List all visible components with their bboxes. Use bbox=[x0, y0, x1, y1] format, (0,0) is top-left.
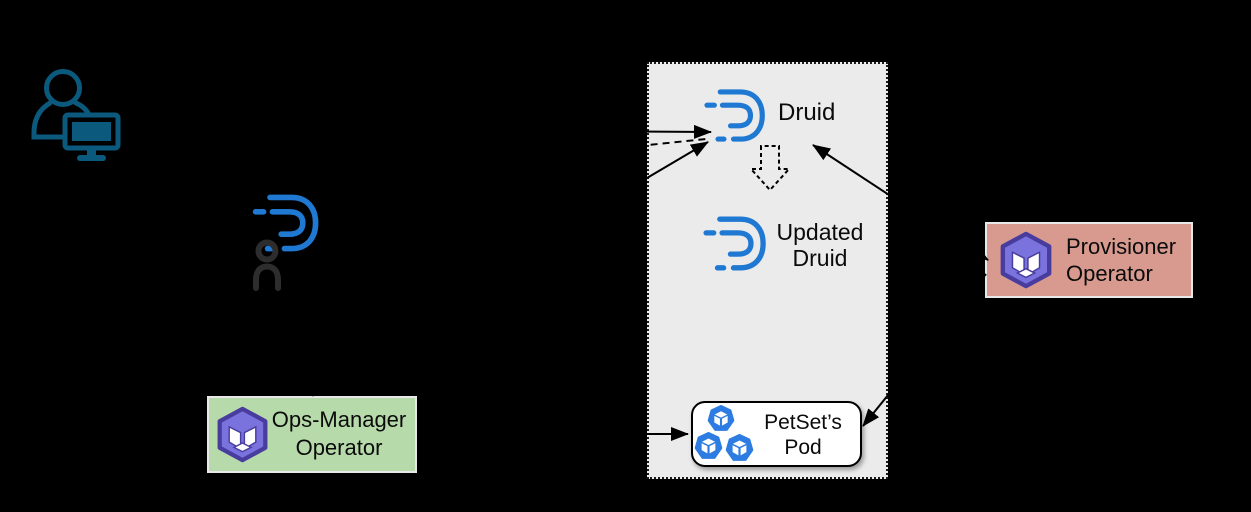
provisioner-line1: Provisioner bbox=[1066, 234, 1177, 259]
arrow-user-to-druid bbox=[127, 124, 712, 139]
kubernetes-pod-icon bbox=[707, 405, 735, 433]
kubernetes-pod-icon bbox=[725, 434, 754, 463]
petset-line2: Pod bbox=[784, 436, 822, 459]
ops-manager-line1: Ops-Manager bbox=[271, 407, 407, 432]
provisioner-operator-label: Provisioner Operator bbox=[1066, 233, 1196, 287]
petset-pod-node bbox=[691, 401, 862, 467]
user-at-computer-icon bbox=[31, 69, 121, 161]
druid-node-label: Druid bbox=[778, 99, 836, 126]
petset-pod-label: PetSet’s Pod bbox=[753, 410, 853, 460]
petset-line1: PetSet’s bbox=[764, 411, 842, 434]
ops-manager-operator-label: Ops-Manager Operator bbox=[266, 406, 412, 462]
ops-manager-line2: Operator bbox=[295, 435, 383, 460]
operator-cube-icon bbox=[997, 231, 1055, 289]
updated-druid-line1: Updated bbox=[776, 219, 864, 245]
kubernetes-pod-icon bbox=[694, 432, 723, 461]
updated-druid-node-label: Updated Druid bbox=[768, 219, 872, 271]
updated-druid-line2: Druid bbox=[792, 245, 848, 271]
druid-logo bbox=[697, 213, 773, 274]
druid-logo bbox=[698, 86, 772, 145]
provisioner-line2: Operator bbox=[1066, 261, 1153, 286]
person-icon bbox=[253, 239, 281, 291]
operator-cube-icon bbox=[214, 406, 271, 463]
